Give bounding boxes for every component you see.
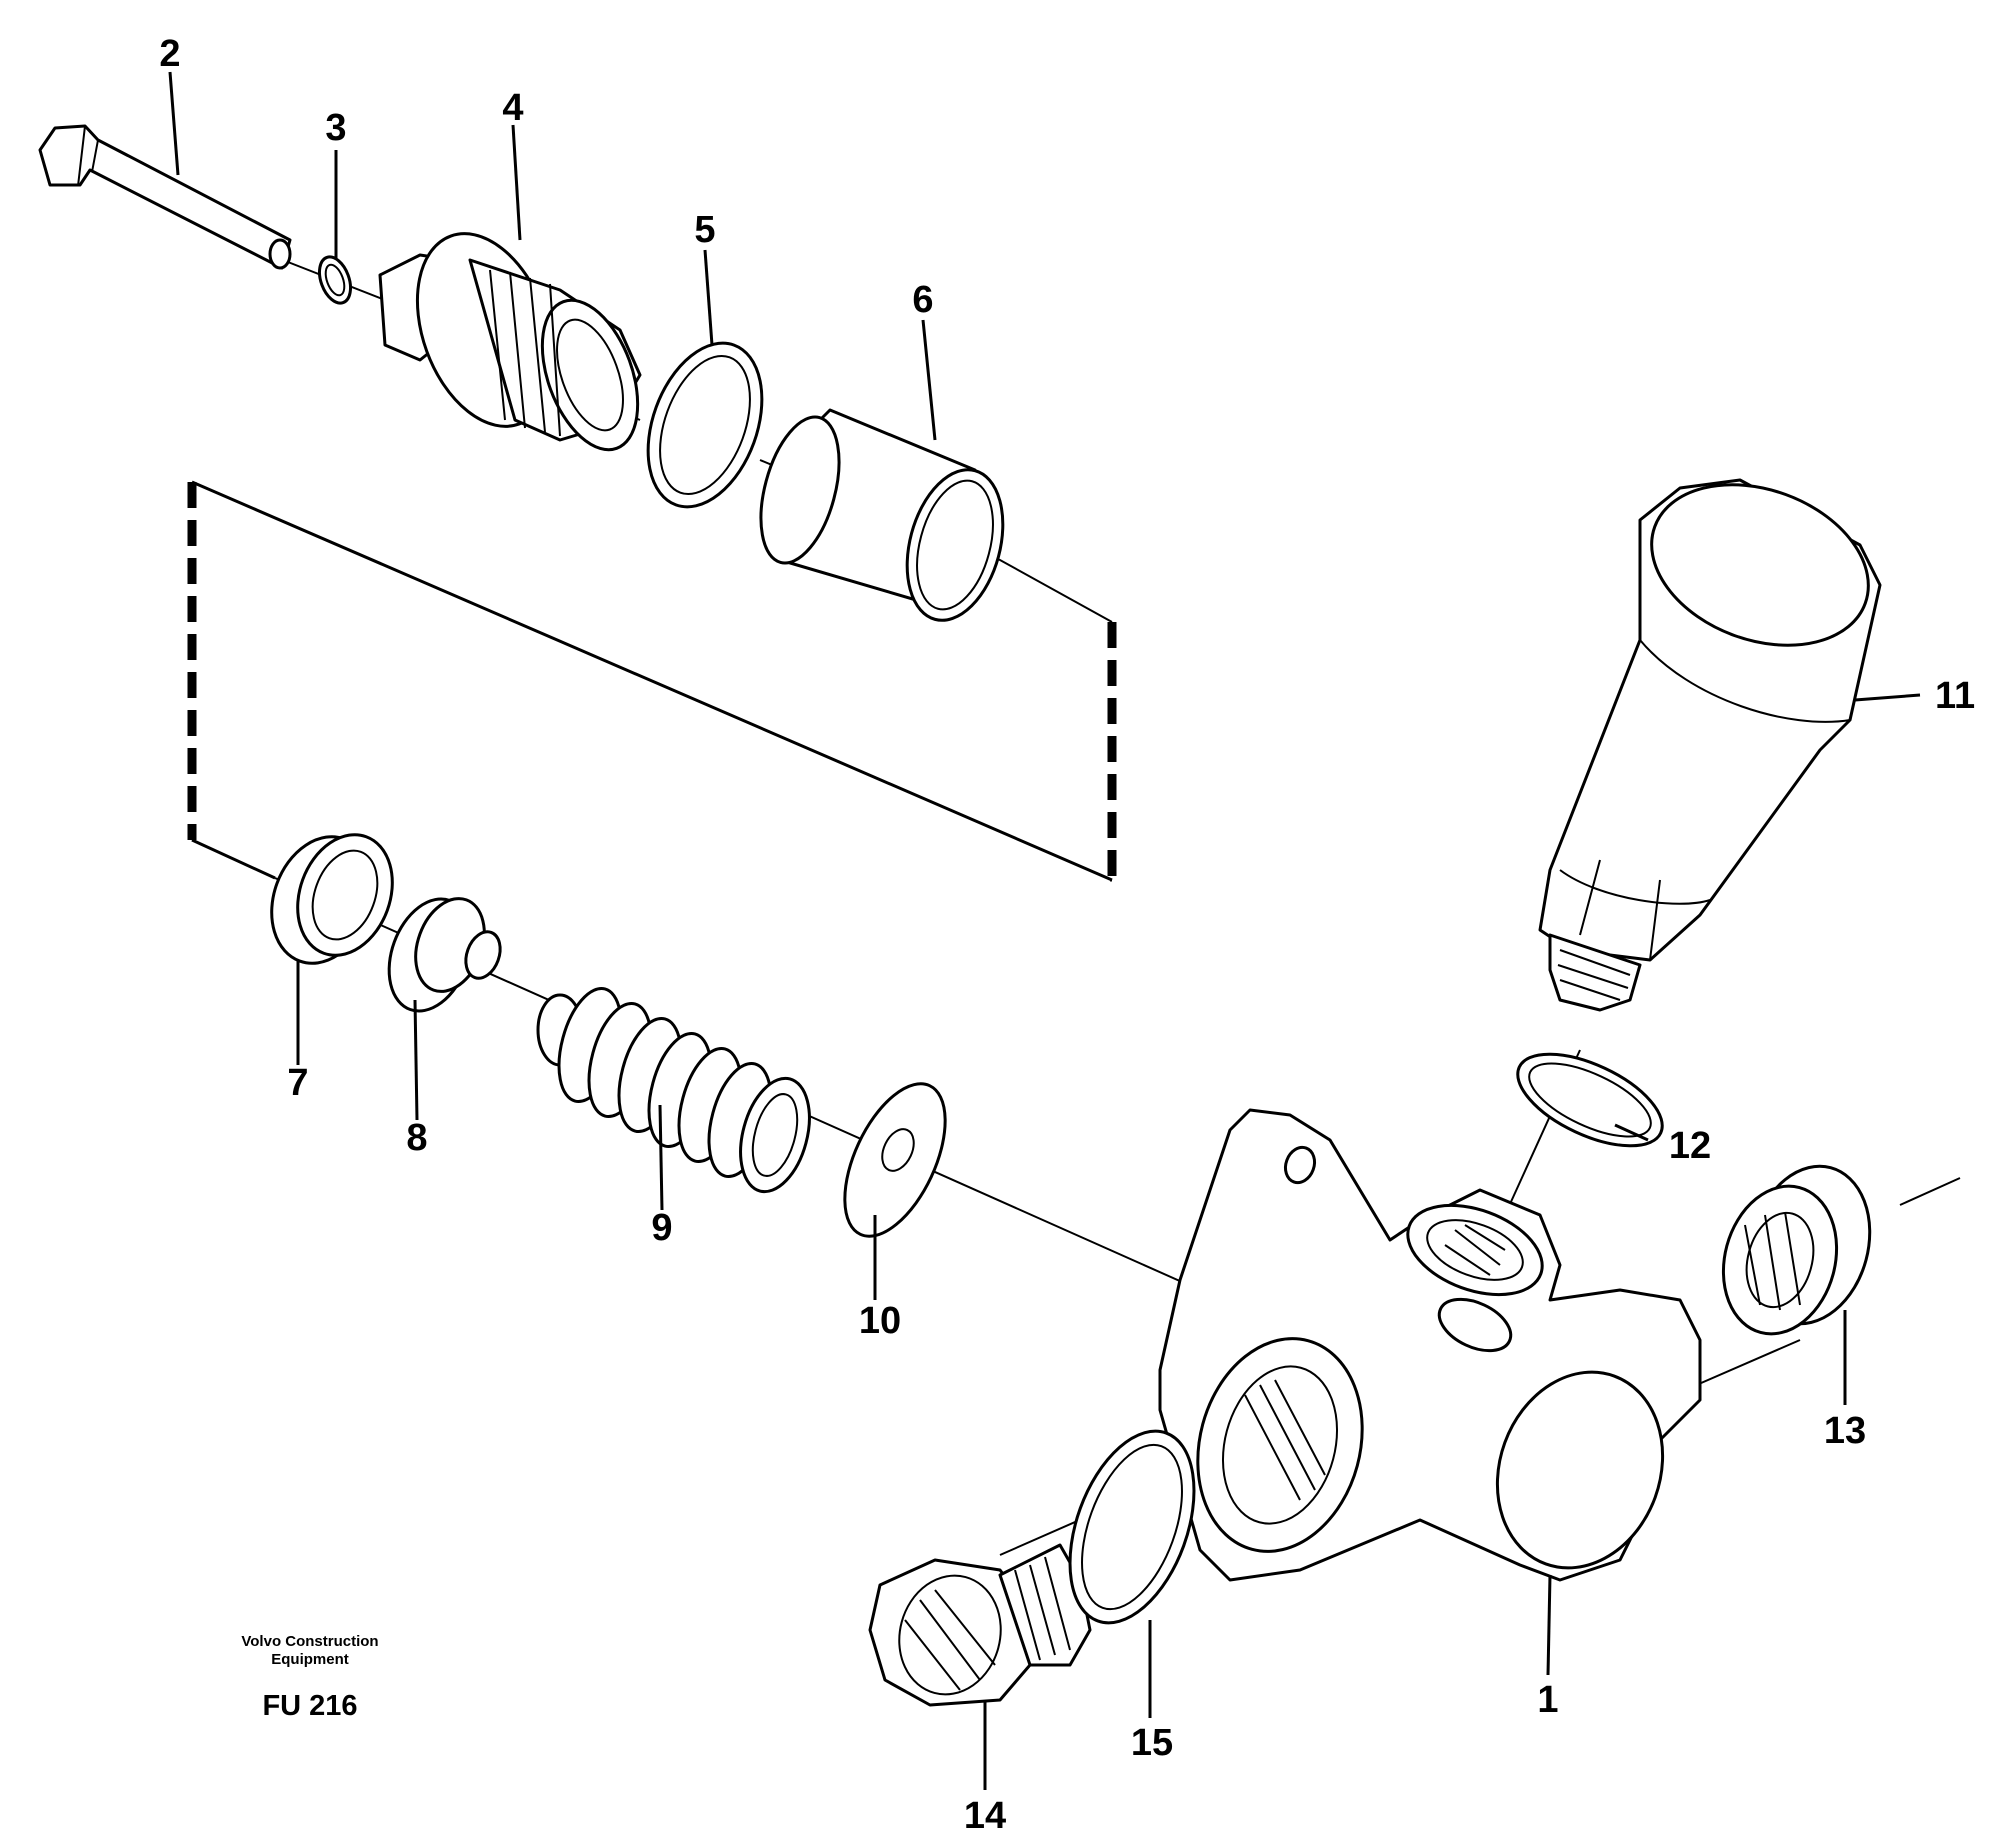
company-line-2: Equipment bbox=[271, 1651, 349, 1668]
label-1: 1 bbox=[1537, 1679, 1558, 1721]
part-12-o-ring bbox=[1516, 1052, 1664, 1148]
label-6: 6 bbox=[912, 279, 933, 321]
label-8: 8 bbox=[406, 1117, 427, 1159]
company-caption: Volvo Construction Equipment bbox=[200, 1633, 420, 1669]
label-12: 12 bbox=[1669, 1125, 1711, 1167]
part-8-valve bbox=[387, 897, 502, 1013]
connector-frame bbox=[187, 480, 1117, 882]
part-10-washer bbox=[843, 1082, 947, 1238]
label-2: 2 bbox=[159, 33, 180, 75]
part-15-o-ring bbox=[1068, 1429, 1196, 1625]
part-2-pin bbox=[38, 124, 292, 270]
part-4-threaded-plug bbox=[378, 232, 642, 452]
label-9: 9 bbox=[651, 1207, 672, 1249]
part-11-filter bbox=[1538, 478, 1882, 1012]
part-numbers: 2 3 4 5 6 11 7 8 9 10 12 13 1 15 14 bbox=[159, 33, 1975, 1837]
label-10: 10 bbox=[859, 1300, 901, 1342]
label-14: 14 bbox=[964, 1795, 1006, 1837]
label-3: 3 bbox=[325, 107, 346, 149]
part-5-o-ring bbox=[646, 341, 764, 509]
label-4: 4 bbox=[502, 87, 523, 129]
leader-lines bbox=[168, 71, 1921, 1790]
part-7-cup-seal bbox=[270, 833, 394, 965]
company-line-1: Volvo Construction bbox=[241, 1633, 379, 1650]
label-7: 7 bbox=[287, 1062, 308, 1104]
figure-id: FU 216 bbox=[262, 1690, 358, 1722]
part-1-housing bbox=[1158, 1108, 1702, 1582]
label-13: 13 bbox=[1824, 1410, 1866, 1452]
label-15: 15 bbox=[1131, 1722, 1173, 1764]
part-13-plug bbox=[1721, 1164, 1872, 1336]
part-3-ring bbox=[317, 255, 353, 305]
label-11: 11 bbox=[1935, 675, 1975, 717]
label-5: 5 bbox=[694, 209, 715, 251]
part-14-hex-plug bbox=[868, 1543, 1092, 1707]
part-9-spring bbox=[536, 987, 811, 1194]
part-6-sleeve bbox=[759, 408, 1005, 622]
